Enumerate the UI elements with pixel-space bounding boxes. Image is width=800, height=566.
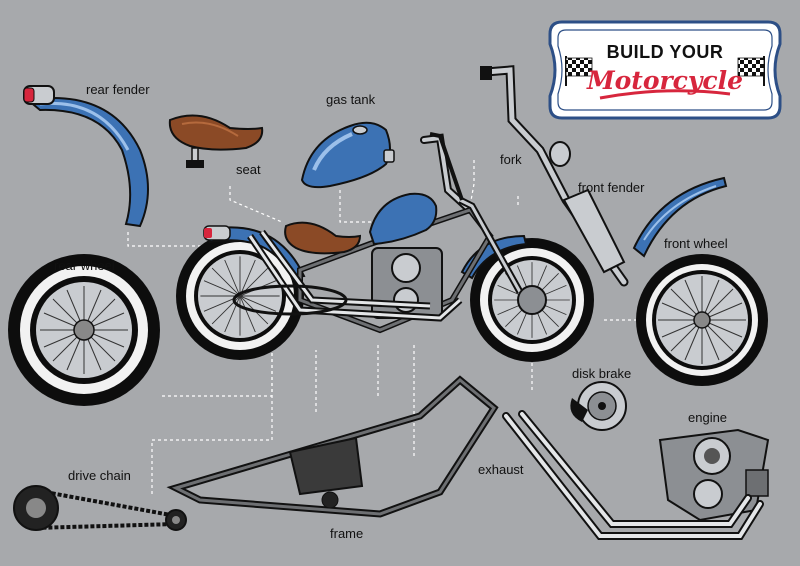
label-fork: fork bbox=[500, 152, 522, 167]
rear-wheel-part bbox=[8, 254, 160, 406]
engine-part bbox=[658, 428, 770, 522]
fork-part bbox=[420, 65, 629, 287]
gas-tank-part bbox=[300, 121, 395, 189]
label-front-wheel: front wheel bbox=[664, 236, 728, 251]
label-frame: frame bbox=[330, 526, 364, 541]
label-rear-fender: rear fender bbox=[86, 82, 150, 97]
badge-title-line2: Motorcycle bbox=[586, 66, 744, 95]
checkered-flag-icon bbox=[565, 56, 593, 86]
build-your-motorcycle-badge bbox=[548, 20, 782, 120]
label-gas-tank: gas tank bbox=[326, 92, 376, 107]
exhaust-part bbox=[502, 410, 764, 540]
drive-chain-part bbox=[13, 485, 187, 531]
label-seat: seat bbox=[236, 162, 261, 177]
seat-part bbox=[168, 114, 264, 168]
rear-fender-part bbox=[23, 85, 149, 228]
front-fender-part bbox=[632, 176, 728, 258]
disk-brake-part bbox=[570, 381, 627, 431]
label-engine: engine bbox=[688, 410, 728, 425]
title-badge: BUILD YOUR Motorcycle bbox=[548, 18, 782, 124]
frame-part bbox=[166, 375, 499, 518]
assembled-motorcycle bbox=[176, 132, 594, 362]
label-rear-wheel: rear wheel bbox=[54, 258, 115, 273]
label-disk-brake: disk brake bbox=[572, 366, 632, 381]
label-front-fender: front fender bbox=[578, 180, 645, 195]
checkered-flag-icon bbox=[737, 56, 765, 86]
label-drive-chain: drive chain bbox=[68, 468, 131, 483]
front-wheel-part bbox=[636, 254, 768, 386]
label-exhaust: exhaust bbox=[478, 462, 524, 477]
badge-title-line1: BUILD YOUR bbox=[606, 42, 724, 62]
connector-lines bbox=[127, 160, 640, 494]
